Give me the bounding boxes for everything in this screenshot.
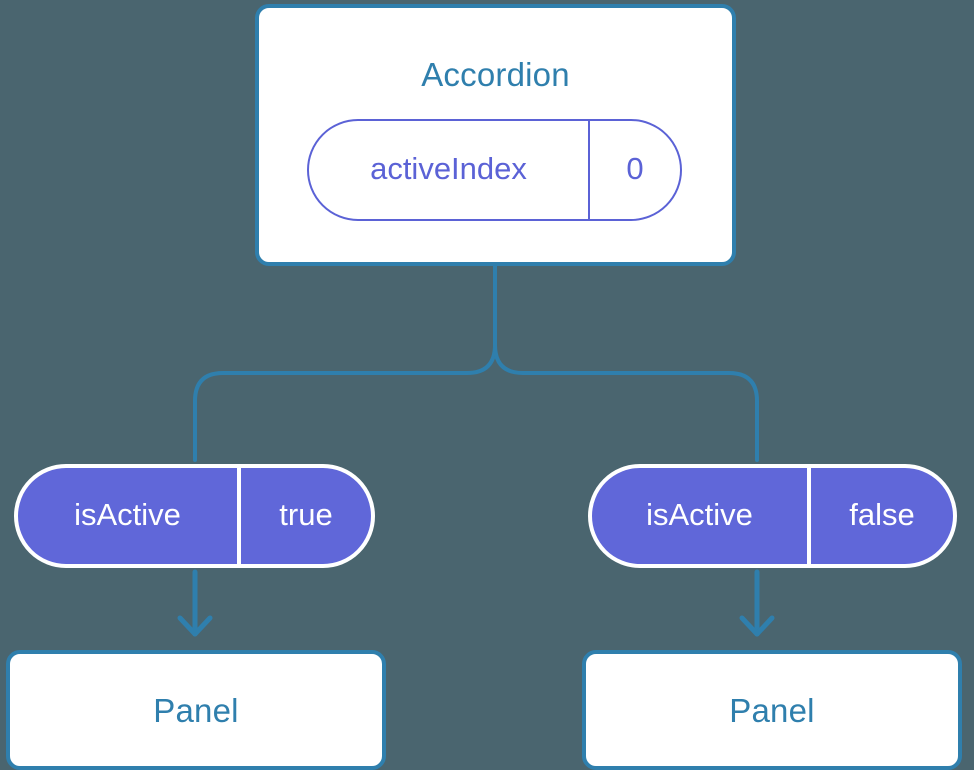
panel-left-title: Panel	[153, 691, 239, 729]
state-pill-active-index-key: activeIndex	[309, 121, 590, 219]
prop-pill-right-value: false	[807, 468, 953, 564]
connector-root-split	[193, 264, 497, 462]
prop-pill-left-value: true	[237, 468, 371, 564]
prop-pill-is-active-true: isActive true	[14, 464, 375, 568]
accordion-title: Accordion	[421, 56, 570, 93]
connector-root-split-right	[493, 264, 759, 462]
prop-pill-is-active-false: isActive false	[588, 464, 957, 568]
state-pill-active-index-value: 0	[626, 150, 644, 186]
prop-pill-left-key: isActive	[74, 496, 181, 532]
state-pill-active-index: activeIndex 0	[307, 119, 682, 221]
prop-pill-right-key: isActive	[646, 496, 753, 532]
panel-right-title: Panel	[729, 691, 815, 729]
arrow-left-head	[177, 615, 213, 637]
panel-component-node-left: Panel	[6, 650, 386, 770]
arrow-right-head	[739, 615, 775, 637]
panel-component-node-right: Panel	[582, 650, 962, 770]
